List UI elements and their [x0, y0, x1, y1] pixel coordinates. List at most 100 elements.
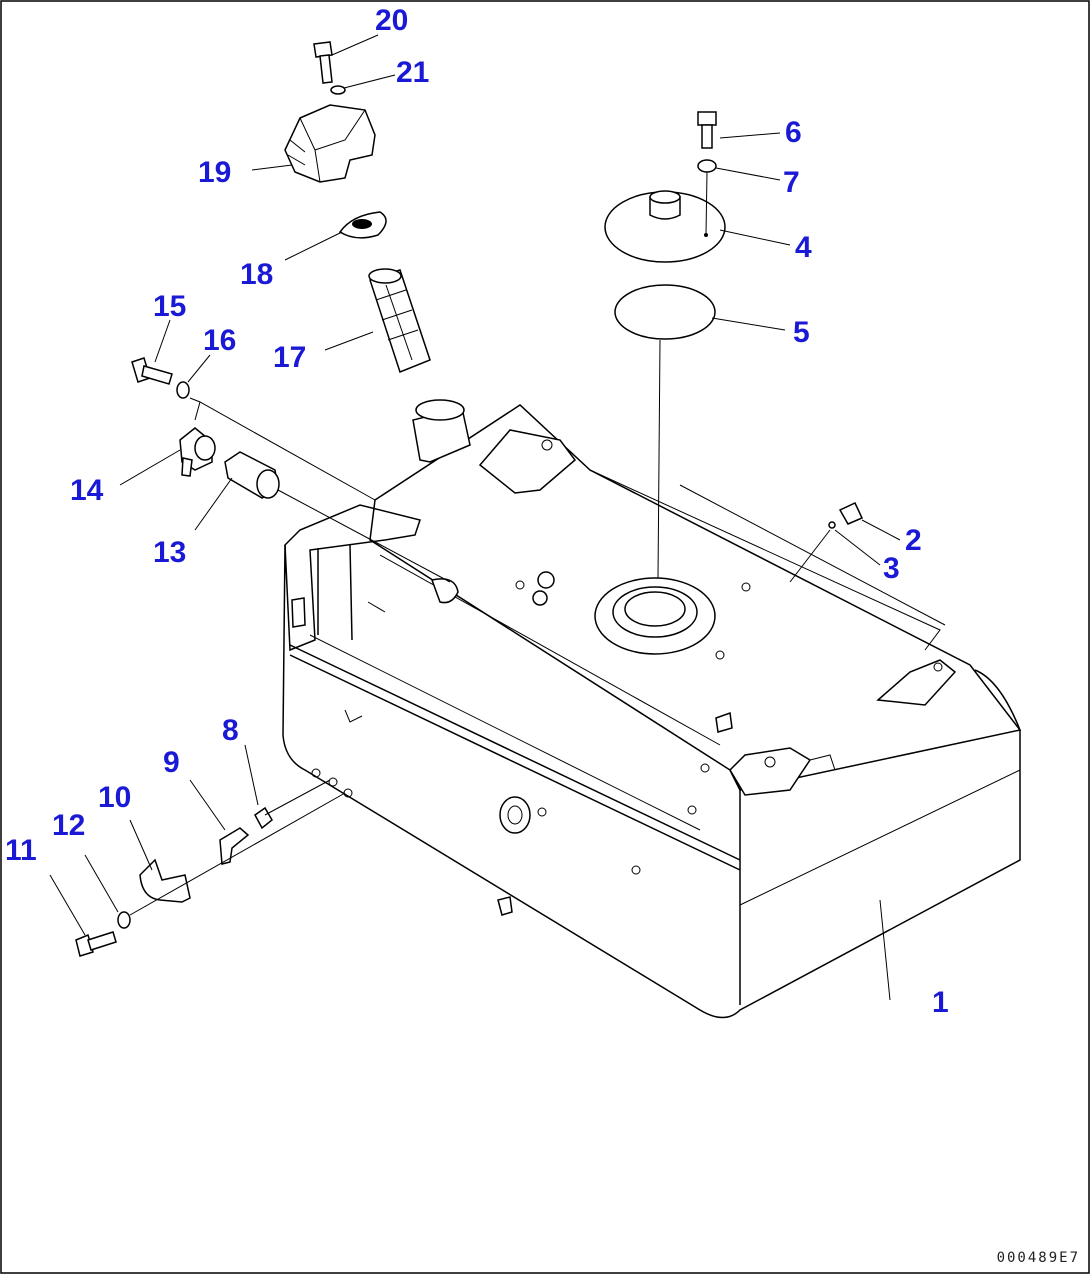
part-bolt-6 — [697, 111, 717, 149]
tank-hole — [715, 650, 725, 660]
cover-boss-top — [649, 190, 681, 204]
leader-16 — [187, 354, 211, 383]
filler-cap — [284, 104, 376, 183]
leader-19 — [251, 164, 293, 171]
tank-gauge-hole — [507, 805, 523, 825]
callout-5: 5 — [793, 316, 810, 349]
callout-19: 19 — [198, 156, 231, 189]
part-washer-21 — [330, 85, 346, 95]
leader-18 — [284, 231, 343, 261]
tank-hole — [515, 580, 525, 590]
part-washer-16 — [176, 381, 190, 399]
tank-hole — [687, 805, 697, 815]
clamp-ring — [194, 435, 216, 461]
assembly-line-11 — [129, 792, 346, 916]
strainer-top — [368, 268, 402, 284]
tank-bracket-hole — [933, 662, 943, 672]
tank-clip-tab — [715, 711, 733, 733]
callout-20: 20 — [375, 4, 408, 37]
bolt-shank — [141, 365, 173, 385]
figure-code: 000489E7 — [997, 1250, 1080, 1266]
callout-11: 11 — [5, 834, 37, 867]
tank-bracket-lip — [809, 754, 836, 771]
tank-mark — [367, 601, 386, 613]
part-bolt-15 — [131, 357, 173, 385]
callout-9: 9 — [163, 746, 180, 779]
washer — [176, 381, 190, 399]
callout-1: 1 — [932, 986, 949, 1019]
cap-edge — [314, 149, 321, 183]
gasket-ring — [614, 284, 716, 340]
callout-10: 10 — [98, 781, 131, 814]
gasket-assembly-line — [657, 339, 661, 579]
bolt-shank — [319, 54, 333, 84]
tank-hole — [741, 582, 751, 592]
assembly-line-14 — [194, 401, 201, 421]
leader-14 — [119, 449, 181, 486]
tank-hole — [631, 865, 641, 875]
leader-21 — [343, 74, 396, 89]
callout-14: 14 — [70, 474, 104, 507]
callout-8: 8 — [222, 714, 239, 747]
callout-12: 12 — [52, 809, 85, 842]
part-washer-12 — [117, 911, 131, 929]
bolt-head — [697, 111, 717, 126]
tank-inner-edge — [349, 544, 353, 641]
tank-sensor-flange — [594, 577, 716, 655]
tank-face-line — [739, 769, 1021, 906]
tank-arrow-mark — [344, 709, 363, 723]
leader-4 — [719, 229, 791, 246]
tank-lift-bracket-right — [876, 659, 957, 706]
leader-lines — [49, 34, 901, 1001]
callout-15: 15 — [153, 290, 186, 323]
part-cap-19 — [284, 104, 376, 183]
tank-gauge-boss — [499, 796, 531, 834]
tank-hole — [311, 768, 321, 778]
bolt-shank — [701, 124, 713, 149]
breather-end — [256, 469, 280, 499]
tank-lift-bracket-front — [729, 747, 812, 796]
part-fitting-8 — [254, 806, 273, 830]
tank-bracket-hole — [541, 439, 553, 451]
part-strainer-17 — [368, 268, 431, 373]
tank-crease-lower — [289, 654, 741, 871]
part-seal-18 — [338, 211, 387, 239]
tank-boss — [532, 590, 548, 606]
part-plug-2 — [789, 502, 864, 583]
washer-line — [705, 171, 708, 236]
bolt-shank — [87, 931, 117, 951]
seal-hole — [352, 219, 372, 229]
callout-2: 2 — [905, 524, 922, 557]
plug-washer — [828, 521, 836, 529]
callout-labels: 1 2 3 4 5 6 7 8 9 10 11 12 13 14 15 16 1… — [5, 4, 949, 1019]
strainer-mesh — [385, 284, 413, 361]
assembly-line-13 — [277, 489, 451, 583]
part-gasket — [614, 284, 716, 579]
tank-hole — [700, 763, 710, 773]
tank-guide-line — [679, 484, 946, 626]
clip — [139, 858, 191, 903]
callout-21: 21 — [396, 56, 429, 89]
washer — [117, 911, 131, 929]
tank-hole — [328, 777, 338, 787]
part-fuel-tank — [282, 399, 1022, 1019]
fitting-body — [254, 806, 273, 830]
leader-6 — [719, 132, 781, 139]
tank-sensor-ring — [612, 586, 698, 638]
plug-body — [838, 502, 864, 525]
part-washer-7 — [697, 159, 717, 236]
plug-line — [789, 529, 831, 583]
washer — [330, 85, 346, 95]
callout-17: 17 — [273, 341, 306, 374]
leader-5 — [711, 317, 786, 331]
leader-11 — [49, 874, 86, 936]
leader-12 — [84, 854, 119, 913]
tank-right-curve — [974, 669, 1021, 731]
leader-15 — [154, 319, 171, 363]
tank-hole — [537, 807, 547, 817]
leader-10 — [129, 819, 153, 871]
tank-top-ridge — [589, 469, 941, 651]
